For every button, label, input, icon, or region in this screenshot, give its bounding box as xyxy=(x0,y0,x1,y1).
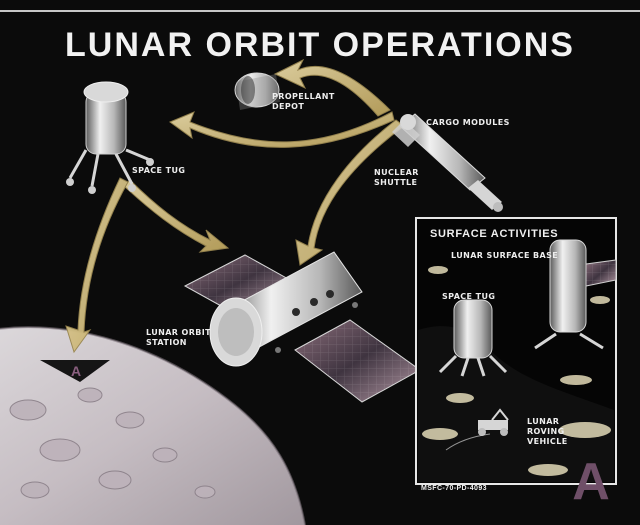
propellant-depot xyxy=(234,72,280,110)
label-cargo-modules: CARGO MODULES xyxy=(426,118,510,127)
label-lunar-orbit-station: LUNAR ORBIT STATION xyxy=(146,328,212,347)
transfer-arrows xyxy=(65,58,405,354)
inset-space-tug xyxy=(438,299,508,377)
landing-marker xyxy=(40,360,110,382)
lunar-roving-vehicle xyxy=(445,408,509,451)
lunar-orbit-station xyxy=(183,251,421,403)
document-code: MSFC-70-PD-4093 xyxy=(421,485,487,492)
arrow-to-space-tug xyxy=(168,111,395,148)
moon-shadow xyxy=(0,326,306,525)
big-letter-a: A xyxy=(572,453,610,511)
top-rule xyxy=(0,10,640,12)
inset-illustration xyxy=(418,239,617,482)
inset-label-lunar-roving-vehicle: LUNAR ROVING VEHICLE xyxy=(527,417,568,446)
lunar-surface-base xyxy=(534,239,617,350)
arrow-to-propellant-depot xyxy=(273,58,391,117)
space-tug xyxy=(66,81,154,194)
label-nuclear-shuttle: NUCLEAR SHUTTLE xyxy=(374,168,419,187)
poster-title: LUNAR ORBIT OPERATIONS xyxy=(65,26,575,64)
arrow-tug-to-station xyxy=(123,179,230,253)
inset-label-space-tug: SPACE TUG xyxy=(442,292,496,301)
moon-craters xyxy=(9,387,216,499)
arrow-to-lunar-orbit-station xyxy=(295,119,405,266)
inset-craters xyxy=(422,266,611,476)
label-propellant-depot: PROPELLANT DEPOT xyxy=(272,92,335,111)
small-letter-a: A xyxy=(71,363,82,379)
arrow-tug-to-moon xyxy=(65,177,129,354)
label-space-tug: SPACE TUG xyxy=(132,166,186,175)
inset-title: SURFACE ACTIVITIES xyxy=(430,228,559,240)
inset-label-lunar-surface-base: LUNAR SURFACE BASE xyxy=(451,251,559,260)
nuclear-shuttle xyxy=(392,113,503,212)
